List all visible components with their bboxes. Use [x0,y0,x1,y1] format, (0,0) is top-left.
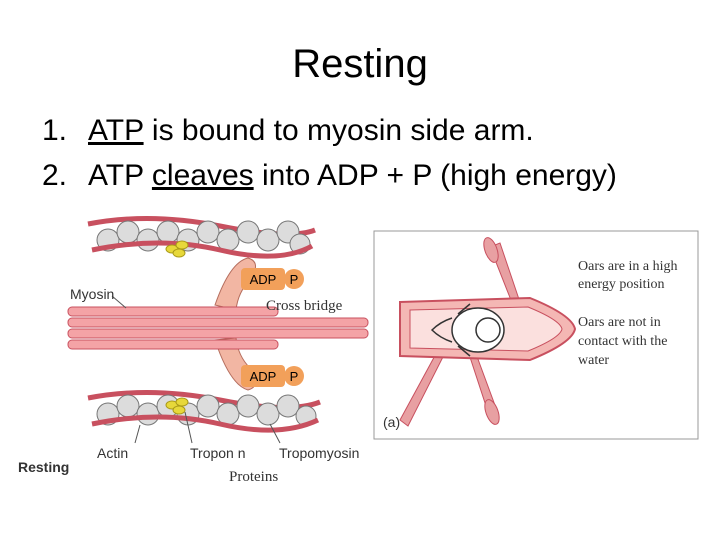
slide-title: Resting [292,42,428,86]
bullet-1: 1. ATP is bound to myosin side arm. [42,108,617,153]
bullet-text: ATP [88,159,152,192]
bullet-number: 1. [42,114,68,147]
proteins-label: Proteins [229,469,278,485]
bullet-number: 2. [42,159,68,192]
bullet-2: 2. ATP cleaves into ADP + P (high energy) [42,153,617,198]
tropomyosin-strand [91,240,314,259]
cross-bridge-label: Cross bridge [266,298,343,314]
myosin-label: Myosin [70,286,114,302]
thin-filament-bottom [87,390,321,433]
adp-label: ADP [250,272,277,287]
boat-diagram: Oars are in a high energy position Oars … [373,230,699,440]
adp-badge-bottom [241,365,285,387]
underlined-term: ATP [88,114,144,147]
oars-not-label-line2: contact with the [578,334,667,349]
underlined-term: cleaves [151,159,254,192]
resting-label: Resting [18,459,69,475]
oars-not-label-line1: Oars are not in [578,315,661,330]
tropomyosin-strand [91,414,320,433]
bullet-list: 1. ATP is bound to myosin side arm. 2. ATP… [42,108,617,198]
thin-filament-top [87,216,316,259]
actin-label: Actin [97,445,128,461]
p-label: P [290,369,299,384]
adp-label: ADP [250,369,277,384]
muscle-diagram: ADP P Myosin Cross bridge ADP P [18,216,369,485]
bullet-text: into ADP + P (high energy) [253,159,617,192]
phosphate-bottom [284,366,304,386]
phosphate-top [284,269,304,289]
oars-not-label-line3: water [578,353,609,368]
adp-badge-top [241,268,285,290]
p-label: P [290,272,299,287]
bullet-text: is bound to myosin side arm. [143,114,534,147]
figure: ADP P Myosin Cross bridge ADP P [18,216,699,485]
thick-filament [67,306,369,350]
rower-figure [430,303,505,357]
tropomyosin-label: Tropomyosin [279,445,359,461]
troponin-dots [165,240,189,258]
troponin-label: Tropon n [190,445,246,461]
oars-high-label-line2: energy position [578,277,664,292]
oars-high-label-line1: Oars are in a high [578,259,678,274]
troponin-dots [165,397,189,415]
panel-label: (a) [383,414,400,430]
actin-beads [96,220,311,255]
